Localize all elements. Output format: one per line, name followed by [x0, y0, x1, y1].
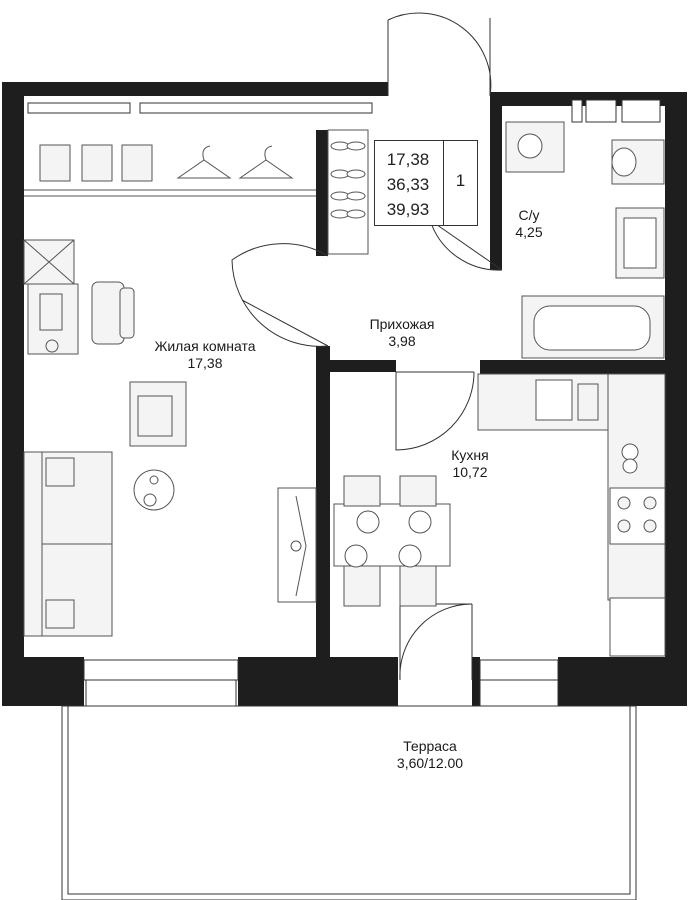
bathroom-fixtures — [505, 121, 665, 359]
interior-doors — [231, 219, 503, 681]
room-area: 4,25 — [515, 223, 543, 240]
info-room-count: 1 — [455, 171, 466, 190]
sofa — [23, 451, 113, 637]
coffee-table — [133, 469, 175, 511]
room-area: 10,72 — [452, 463, 488, 480]
tv-unit — [277, 487, 317, 603]
entrance-door — [387, 12, 492, 97]
room-label-kitchen: Кухня 10,72 — [430, 447, 510, 481]
wardrobe — [24, 144, 316, 197]
room-name: Кухня — [451, 447, 489, 463]
windows — [27, 99, 661, 707]
desk — [23, 239, 135, 355]
dining-table — [333, 475, 451, 607]
room-area: 3,98 — [388, 332, 416, 349]
info-area-total: 36,33 — [386, 175, 430, 194]
room-label-terrace: Терраса 3,60/12.00 — [370, 738, 490, 772]
room-name: Прихожая — [369, 316, 435, 332]
info-area-living: 17,38 — [386, 150, 430, 169]
room-area: 3,60/12.00 — [396, 754, 464, 771]
info-area-full: 39,93 — [386, 200, 430, 219]
terrace — [61, 705, 637, 900]
room-label-living: Жилая комната 17,38 — [140, 338, 270, 372]
room-area: 17,38 — [187, 354, 223, 371]
room-name: Терраса — [403, 738, 457, 754]
walls — [2, 82, 687, 706]
shoe-rack — [327, 129, 369, 255]
room-name: С/у — [518, 207, 540, 223]
armchair — [129, 381, 187, 447]
room-label-bath: С/у 4,25 — [498, 207, 560, 241]
kitchen-fixtures — [477, 373, 666, 657]
room-label-hall: Прихожая 3,98 — [352, 316, 452, 350]
info-divider — [443, 141, 444, 225]
room-name: Жилая комната — [154, 338, 256, 354]
apartment-info-box: 17,38 36,33 39,93 1 — [374, 140, 478, 226]
